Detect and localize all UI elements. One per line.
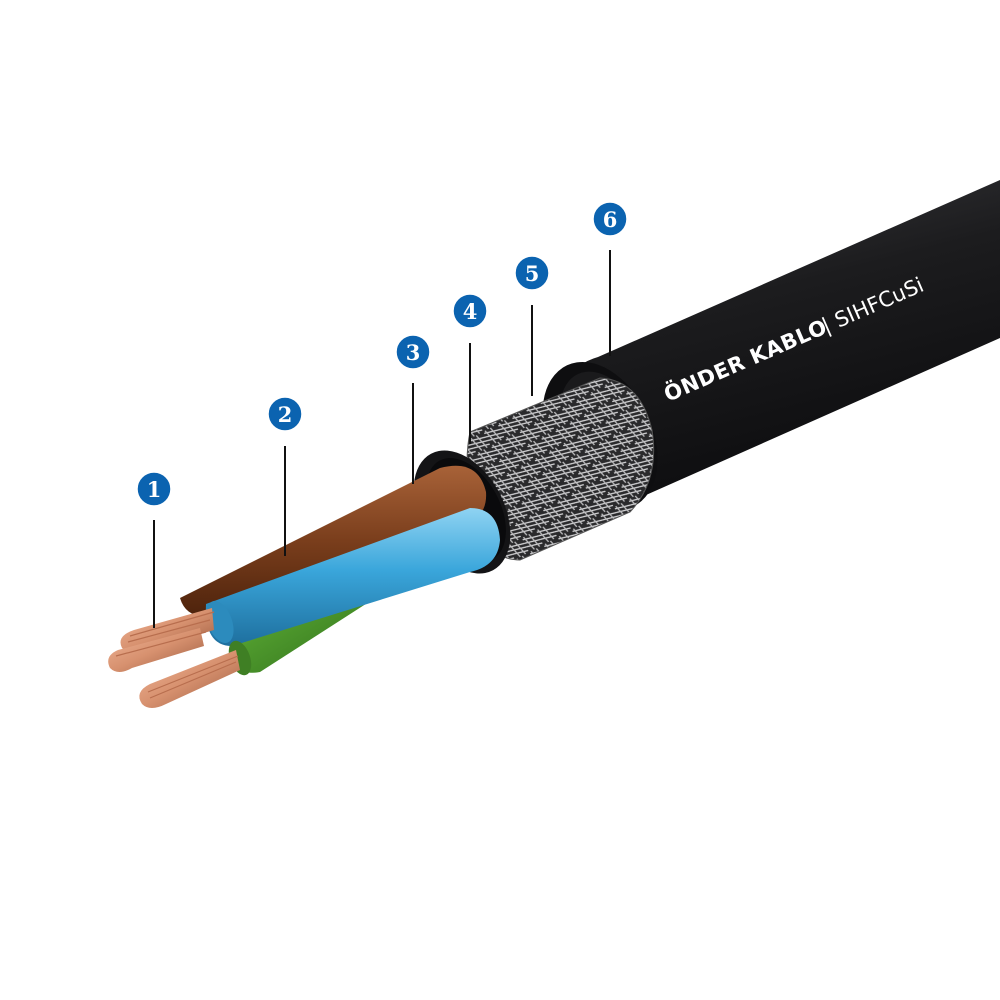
callout-2-label: 2	[278, 402, 293, 427]
callout-5-label: 5	[525, 261, 540, 286]
callout-leaders	[153, 250, 611, 628]
callout-2: 2	[267, 396, 303, 432]
braided-shield	[467, 378, 654, 560]
callout-4: 4	[452, 293, 488, 329]
callout-1: 1	[136, 471, 172, 507]
brown-core	[180, 465, 487, 617]
callout-6-label: 6	[603, 207, 618, 232]
blue-core	[205, 508, 500, 646]
callout-3-label: 3	[406, 340, 421, 365]
copper-conductors	[108, 608, 240, 708]
callout-1-label: 1	[147, 477, 162, 502]
outer-jacket	[548, 180, 1000, 513]
callout-6: 6	[592, 201, 628, 237]
callout-5: 5	[514, 255, 550, 291]
callout-4-label: 4	[463, 299, 478, 324]
callout-3: 3	[395, 334, 431, 370]
